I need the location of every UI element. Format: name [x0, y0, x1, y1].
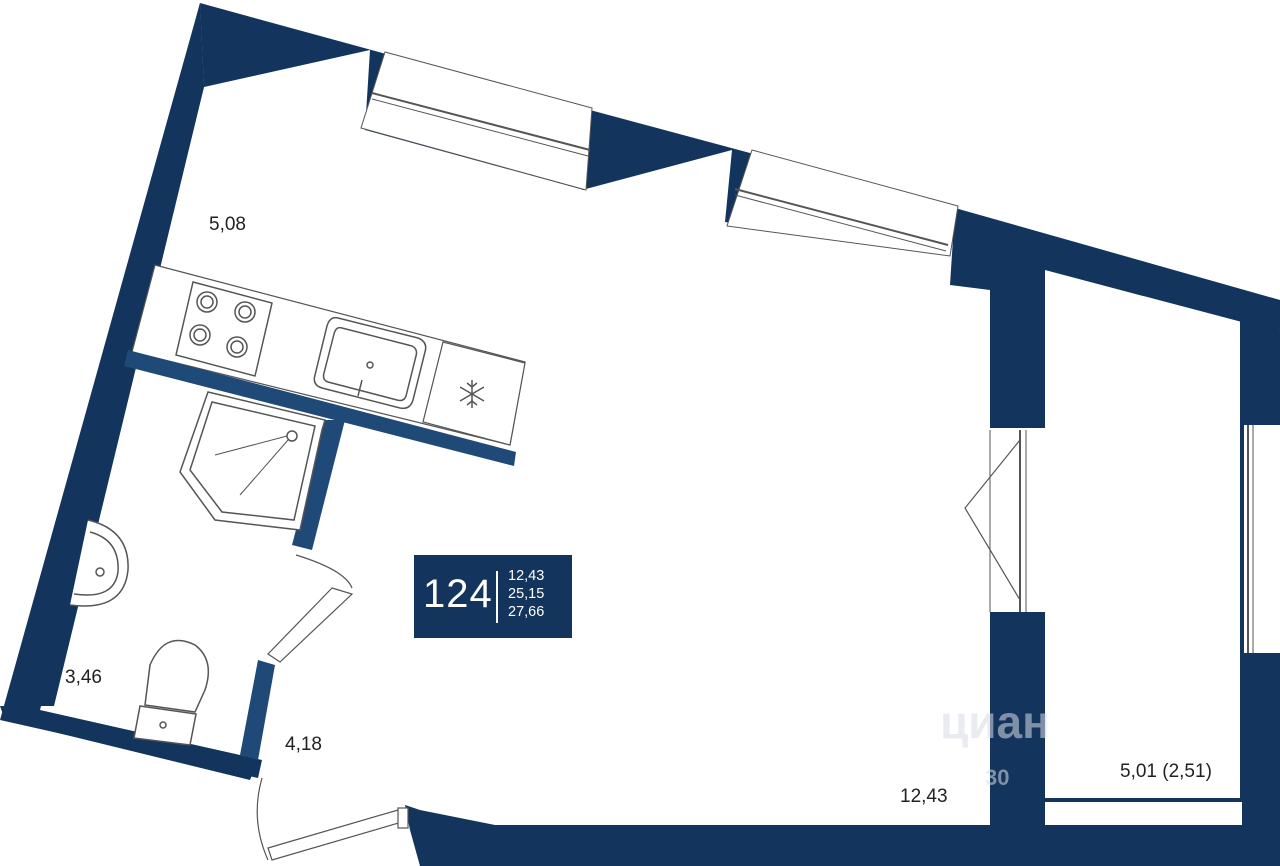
total-area-value: 25,15	[508, 586, 545, 602]
badge-divider	[496, 571, 498, 623]
stove-icon	[175, 281, 273, 377]
kitchen-area-label: 5,08	[209, 214, 246, 235]
living-area-label: 12,43	[900, 786, 948, 807]
fridge	[422, 341, 526, 446]
badge-areas: 12,43 25,15 27,66	[508, 567, 544, 621]
sink-icon	[313, 316, 427, 410]
total-with-balcony-value: 27,66	[508, 604, 545, 620]
apartment-number: 124	[423, 572, 493, 616]
bathroom-area-label: 3,46	[65, 667, 102, 688]
bathroom-door	[267, 554, 354, 663]
window-top-right	[726, 149, 959, 257]
balcony-area-label: 5,01 (2,51)	[1120, 761, 1212, 782]
washbasin-icon	[69, 519, 129, 607]
snowflake-icon	[459, 380, 485, 408]
balcony-door	[964, 428, 1045, 612]
living-area-value: 12,43	[508, 568, 545, 584]
hall-area-label: 4,18	[285, 734, 322, 755]
inner-walls	[124, 350, 516, 760]
toilet-icon	[133, 639, 210, 746]
shower-icon	[179, 391, 326, 531]
balcony-outline	[1044, 266, 1244, 802]
watermark-brand: циан	[940, 696, 1050, 748]
watermark-sub: 30	[985, 765, 1010, 790]
window-top-left	[360, 51, 593, 191]
balcony-window	[1243, 425, 1280, 653]
apartment-badge: 124 12,43 25,15 27,66	[414, 555, 572, 638]
entrance-door	[256, 777, 409, 861]
